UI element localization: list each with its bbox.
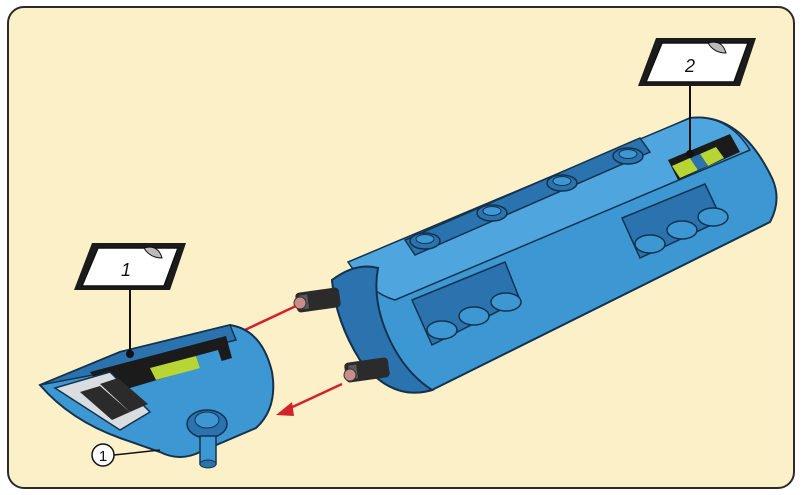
sticker-2-number: 2	[684, 56, 695, 76]
sticker-1-number: 1	[121, 260, 131, 280]
part-callout-number: 1	[99, 448, 107, 465]
sticker-sheet-icon	[638, 38, 756, 86]
